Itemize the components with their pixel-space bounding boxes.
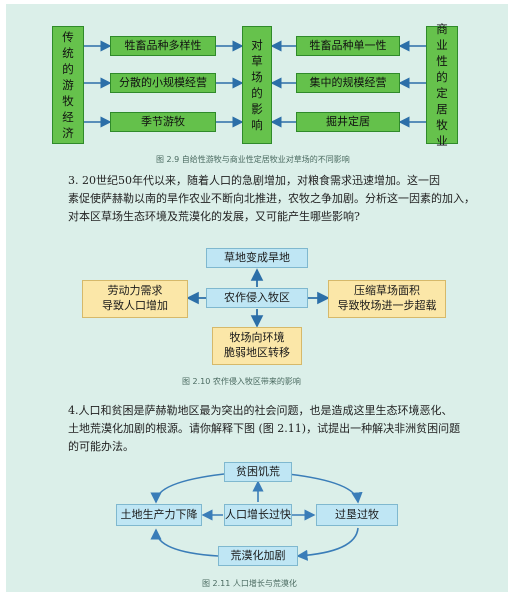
fig29-right-item: 集中的规模经营 bbox=[296, 73, 400, 93]
fig210-bottom-box: 牧场向环境 脆弱地区转移 bbox=[212, 327, 302, 365]
fig210-bottom-line: 脆弱地区转移 bbox=[224, 346, 290, 359]
fig211-top-box: 贫困饥荒 bbox=[224, 462, 292, 482]
fig210-left-line: 劳动力需求 bbox=[107, 284, 163, 298]
fig210-top-box: 草地变成旱地 bbox=[206, 248, 308, 268]
question4-text: 4.人口和贫困是萨赫勒地区最为突出的社会问题，也是造成这里生态环境恶化、 土地荒… bbox=[68, 402, 478, 456]
question3-line: 3. 20世纪50年代以来，随着人口的急剧增加，对粮食需求迅速增加。这一因 bbox=[68, 174, 440, 187]
fig210-caption: 图 2.10 农作侵入牧区带来的影响 bbox=[182, 377, 301, 386]
question3-line: 对本区草场生态环境及荒漠化的发展，又可能产生哪些影响? bbox=[68, 210, 360, 223]
question3-line: 素促使萨赫勒以南的旱作农业不断向北推进，农牧之争加剧。分析这一因素的加入， bbox=[68, 192, 475, 205]
fig210-center-box: 农作侵入牧区 bbox=[206, 288, 308, 308]
fig29-right-label: 商业性的定居牧业 bbox=[426, 22, 458, 148]
fig29-caption: 图 2.9 自给性游牧与商业性定居牧业对草场的不同影响 bbox=[156, 155, 350, 164]
fig29-right-item: 掘井定居 bbox=[296, 112, 400, 132]
fig29-left-item: 季节游牧 bbox=[110, 112, 216, 132]
fig29-center-label: 对草场的影响 bbox=[242, 26, 272, 144]
question4-line: 4.人口和贫困是萨赫勒地区最为突出的社会问题，也是造成这里生态环境恶化、 bbox=[68, 404, 453, 417]
textbook-page: 传统的游牧经济 对草场的影响 商业性的定居牧业 牲畜品种多样性 分散的小规模经营… bbox=[6, 4, 508, 592]
fig29-right-item: 牲畜品种单一性 bbox=[296, 36, 400, 56]
fig210-right-box: 压缩草场面积 导致牧场进一步超载 bbox=[328, 280, 446, 318]
fig210-right-line: 压缩草场面积 bbox=[354, 284, 420, 298]
fig210-left-box: 劳动力需求 导致人口增加 bbox=[82, 280, 188, 318]
fig211-right-box: 过垦过牧 bbox=[316, 504, 398, 526]
fig29-left-item: 牲畜品种多样性 bbox=[110, 36, 216, 56]
fig210-right-line: 导致牧场进一步超载 bbox=[337, 299, 437, 312]
fig210-bottom-line: 牧场向环境 bbox=[229, 331, 285, 345]
question3-text: 3. 20世纪50年代以来，随着人口的急剧增加，对粮食需求迅速增加。这一因 素促… bbox=[68, 172, 478, 226]
fig211-left-box: 土地生产力下降 bbox=[116, 504, 202, 526]
fig211-center-box: 人口增长过快 bbox=[224, 504, 292, 526]
fig29-left-item: 分散的小规模经营 bbox=[110, 73, 216, 93]
fig211-bottom-box: 荒漠化加剧 bbox=[218, 546, 298, 566]
fig210-left-line: 导致人口增加 bbox=[102, 299, 168, 312]
question4-line: 土地荒漠化加剧的根源。请你解释下图 (图 2.11)，试提出一种解决非洲贫困问题 bbox=[68, 422, 461, 435]
fig29-left-label: 传统的游牧经济 bbox=[52, 26, 84, 144]
fig29-arrows bbox=[84, 40, 426, 561]
question4-line: 的可能办法。 bbox=[68, 440, 134, 453]
fig211-caption: 图 2.11 人口增长与荒漠化 bbox=[202, 579, 297, 588]
